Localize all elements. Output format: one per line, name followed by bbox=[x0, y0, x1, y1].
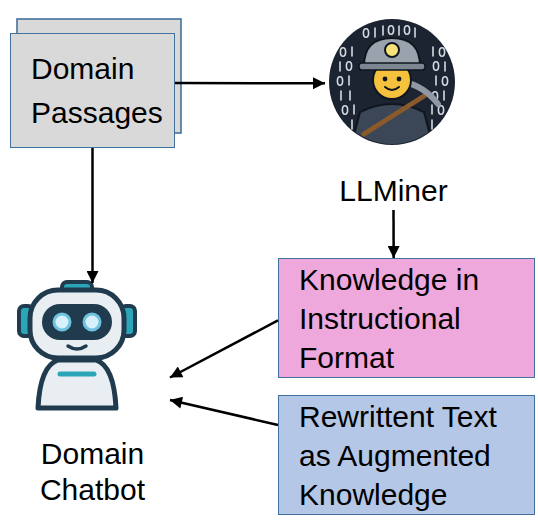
box-text: Knowledge in Instructional Format bbox=[299, 260, 522, 377]
document-box: Domain Passages bbox=[10, 33, 175, 148]
node-label: LLMiner bbox=[339, 171, 447, 210]
robot-icon bbox=[19, 282, 135, 408]
process-box: Knowledge in Instructional Format bbox=[278, 258, 535, 378]
agent-icon-node: LLMiner bbox=[325, 18, 462, 210]
flow-arrow bbox=[392, 210, 395, 258]
chatbot-icon-node: Domain Chatbot bbox=[15, 283, 170, 508]
flow-arrow bbox=[91, 148, 94, 283]
flow-arrow bbox=[170, 400, 278, 425]
flow-arrow bbox=[175, 82, 325, 85]
miner-icon bbox=[329, 19, 455, 150]
flow-arrow bbox=[170, 320, 278, 377]
node-label: Domain Chatbot bbox=[15, 436, 170, 508]
box-text: Rewrittent Text as Augmented Knowledge bbox=[299, 397, 522, 514]
process-box: Rewrittent Text as Augmented Knowledge bbox=[278, 395, 535, 515]
box-text: Domain Passages bbox=[31, 47, 166, 134]
